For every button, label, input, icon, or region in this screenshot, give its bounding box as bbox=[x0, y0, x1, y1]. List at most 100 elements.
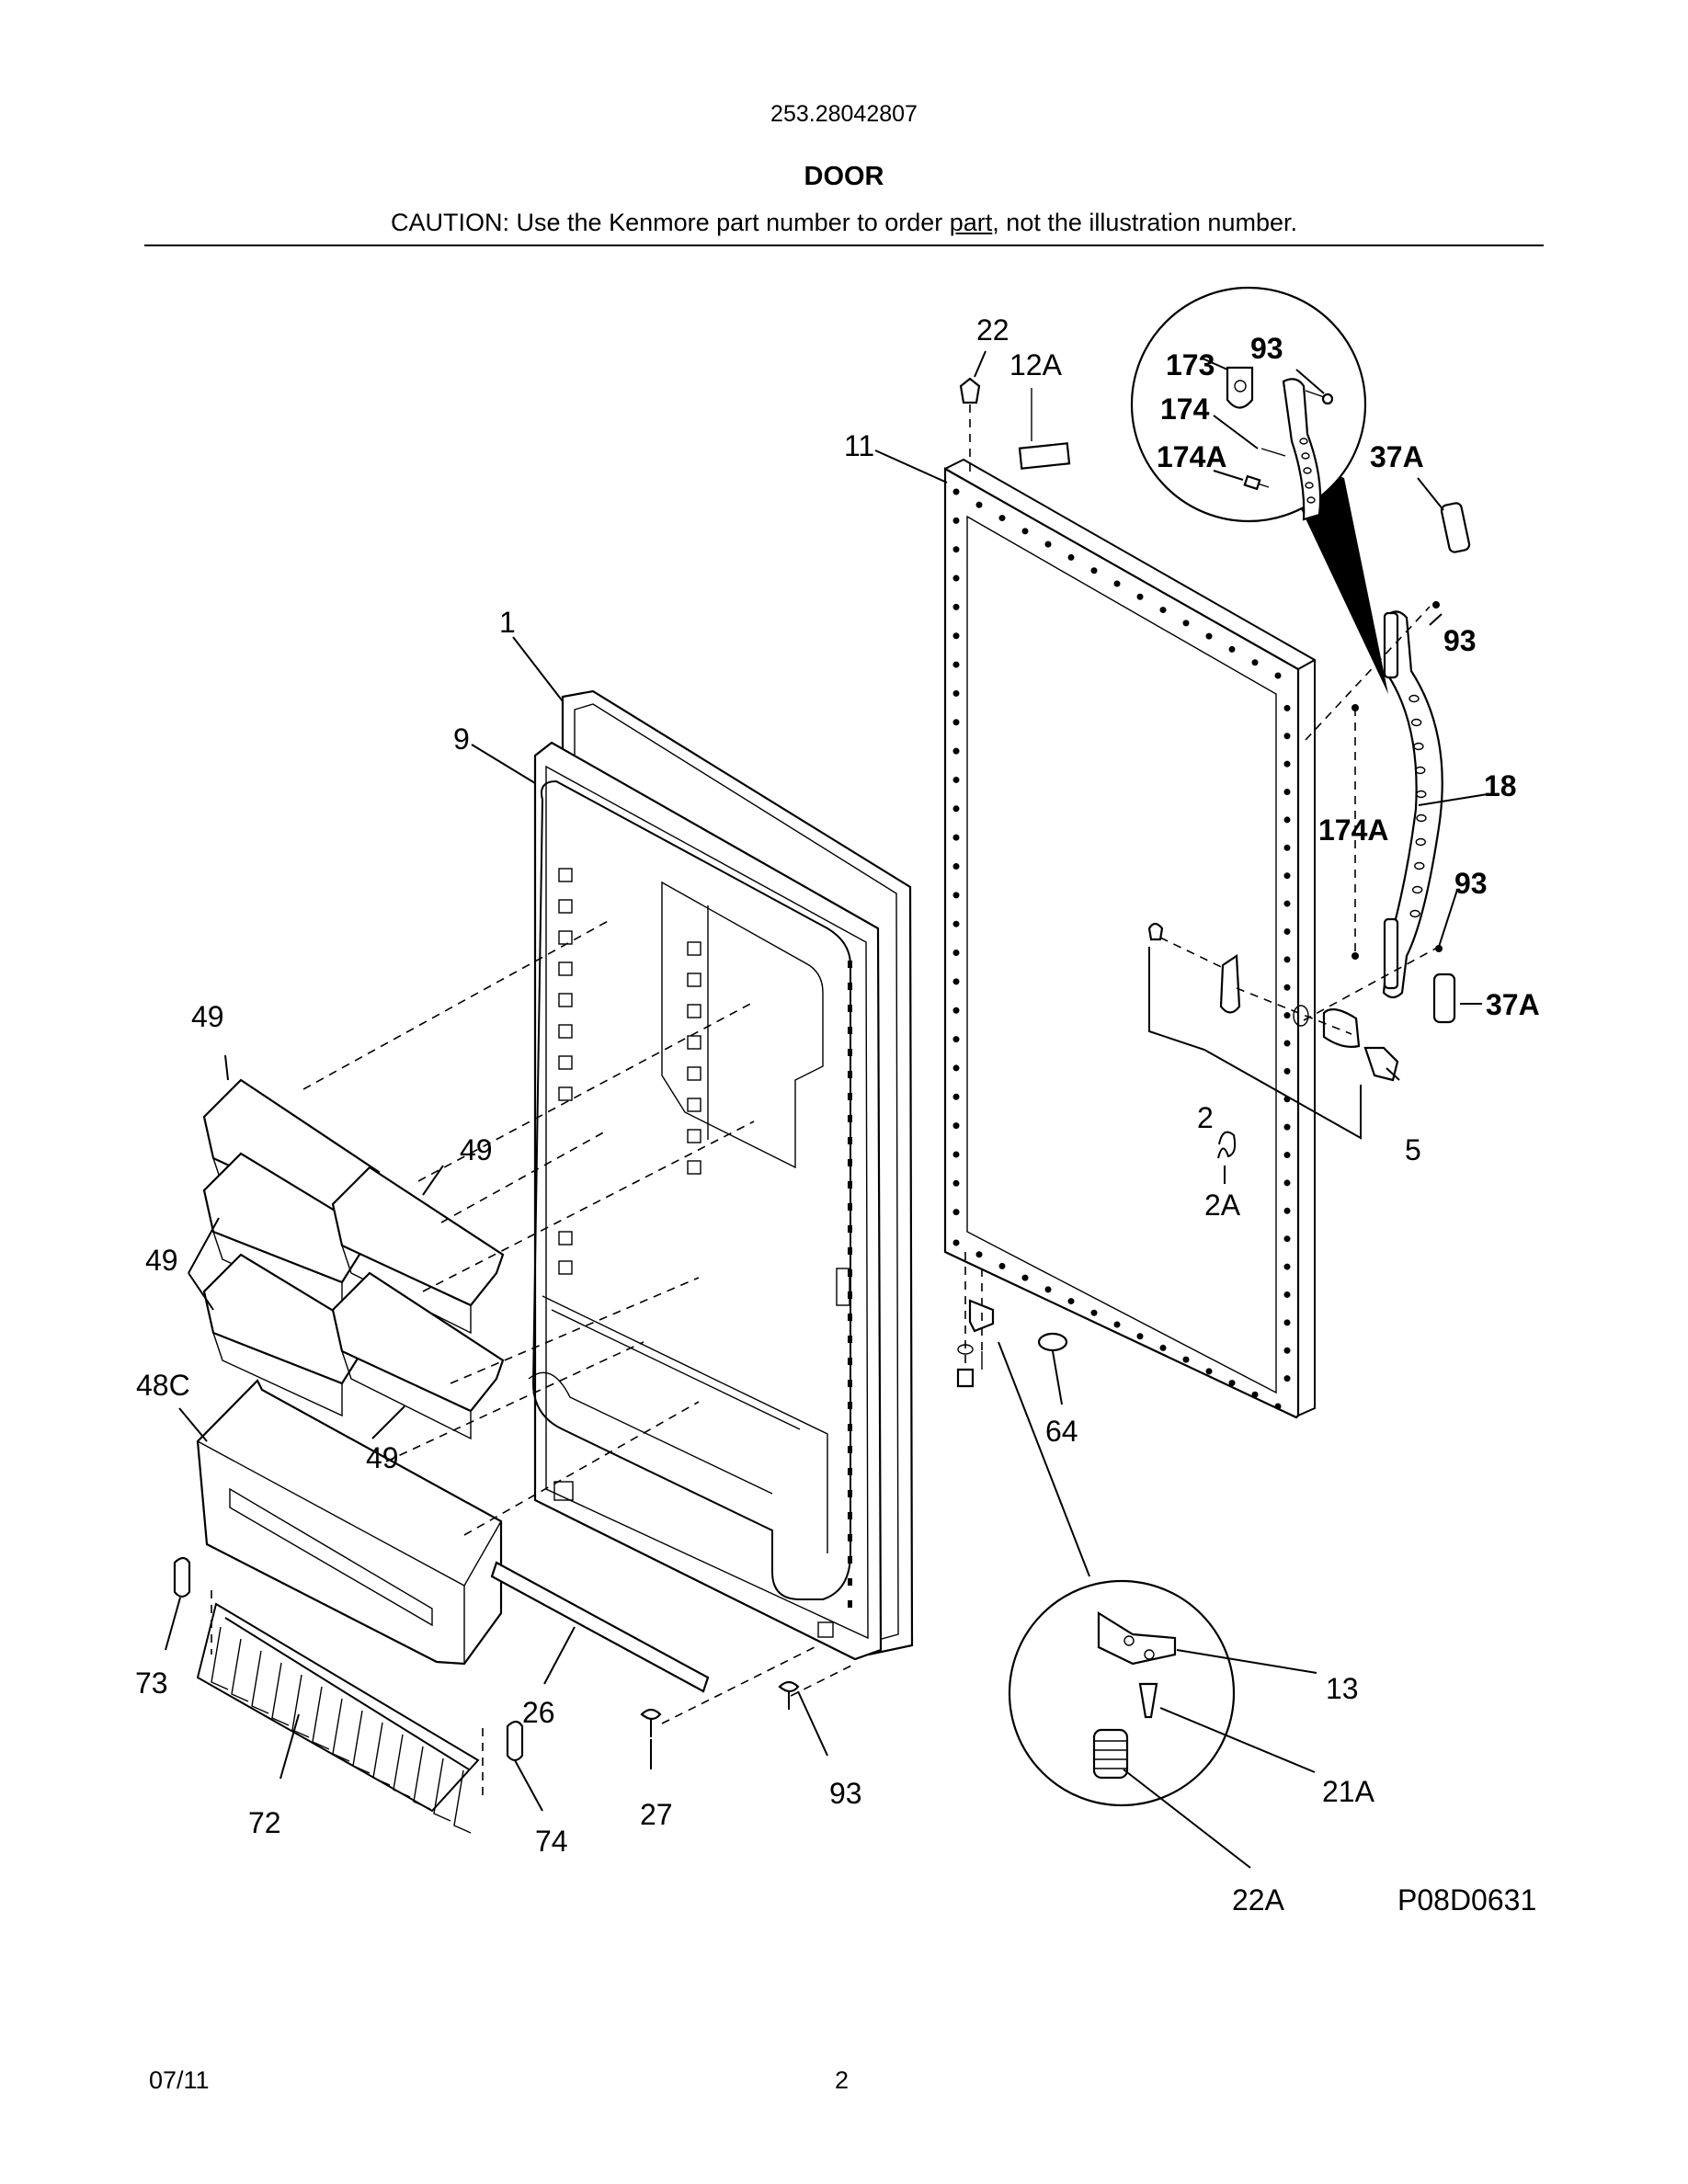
handle-grip-hole bbox=[1414, 861, 1425, 870]
gasket-hole bbox=[952, 488, 960, 495]
shelf-post bbox=[687, 941, 701, 956]
gasket-hole bbox=[975, 501, 983, 508]
gasket-hole bbox=[1283, 927, 1291, 935]
gasket-hole bbox=[975, 1251, 983, 1258]
rack-wire bbox=[352, 1710, 371, 1774]
callout-74: 74 bbox=[535, 1825, 568, 1858]
gasket-tooth bbox=[848, 1402, 852, 1409]
shelf-post bbox=[687, 1004, 701, 1018]
gasket-hole bbox=[1067, 1298, 1075, 1305]
gasket-hole bbox=[1090, 567, 1098, 574]
callout-93-mid: 93 bbox=[1454, 867, 1488, 900]
gasket-hole bbox=[1228, 1380, 1236, 1387]
shelf-post bbox=[558, 1055, 573, 1070]
gasket-hole bbox=[1283, 760, 1291, 768]
gasket-tooth bbox=[848, 1225, 852, 1233]
shelf-post bbox=[558, 1231, 573, 1246]
handle-grip-hole bbox=[1409, 909, 1420, 918]
gasket-tooth bbox=[848, 1181, 852, 1189]
gasket-tooth bbox=[848, 1071, 852, 1078]
gasket-tooth bbox=[848, 961, 852, 968]
gasket-tooth bbox=[848, 1446, 852, 1453]
gasket-hole bbox=[952, 1093, 960, 1100]
gasket-tooth bbox=[848, 1600, 852, 1608]
diagram-id: P08D0631 bbox=[1397, 1883, 1536, 1917]
gasket-hole bbox=[1283, 733, 1291, 740]
shelf-post bbox=[558, 1086, 573, 1101]
gasket-tooth bbox=[848, 1137, 852, 1144]
gasket-hole bbox=[952, 920, 960, 927]
gasket-tooth bbox=[848, 1115, 852, 1122]
handle-grip-hole bbox=[1416, 790, 1427, 799]
gasket-tooth bbox=[848, 1556, 852, 1564]
outer-door-panel bbox=[943, 458, 1316, 1419]
shelf-post bbox=[558, 868, 573, 882]
gasket-tooth bbox=[848, 1336, 852, 1343]
gasket-hole bbox=[952, 805, 960, 813]
gasket-hole bbox=[1283, 1012, 1291, 1019]
gasket-hole bbox=[1283, 1235, 1291, 1243]
callout-12a: 12A bbox=[1009, 348, 1063, 381]
callout-49-top: 49 bbox=[191, 1000, 224, 1033]
gasket-hole bbox=[952, 1122, 960, 1130]
gasket-hole bbox=[1283, 704, 1291, 711]
gasket-hole bbox=[1136, 593, 1144, 600]
gasket-hole bbox=[1021, 528, 1029, 535]
gasket-hole bbox=[952, 719, 960, 726]
gasket-hole bbox=[952, 632, 960, 640]
rack-wire bbox=[332, 1698, 350, 1762]
gasket-hole bbox=[1228, 645, 1236, 653]
handle-grip-hole bbox=[1415, 766, 1426, 775]
caution-note: CAUTION: Use the Kenmore part number to … bbox=[0, 209, 1688, 237]
callout-37a-top: 37A bbox=[1370, 440, 1424, 473]
gasket-tooth bbox=[848, 1534, 852, 1541]
gasket-tooth bbox=[848, 1578, 852, 1586]
callout-174a: 174A bbox=[1318, 813, 1389, 847]
gasket-tooth bbox=[848, 1269, 852, 1277]
gasket-hole bbox=[1283, 984, 1291, 991]
gasket-hole bbox=[1205, 632, 1213, 640]
callout-21a: 21A bbox=[1322, 1775, 1375, 1808]
handle-grip-hole bbox=[1306, 496, 1316, 504]
gasket-hole bbox=[952, 546, 960, 553]
gasket-tooth bbox=[848, 1468, 852, 1475]
callout-5: 5 bbox=[1405, 1133, 1421, 1166]
door-liner bbox=[528, 689, 914, 1661]
gasket-hole bbox=[952, 603, 960, 610]
callout-49-bottom: 49 bbox=[366, 1441, 399, 1474]
gasket-tooth bbox=[848, 1291, 852, 1299]
gasket-hole bbox=[1283, 1040, 1291, 1047]
gasket-hole bbox=[1251, 659, 1259, 666]
shelf-post bbox=[558, 993, 573, 1007]
handle-grip-hole bbox=[1409, 694, 1420, 703]
gasket-tooth bbox=[848, 1027, 852, 1034]
gasket-hole bbox=[1274, 1403, 1282, 1410]
gasket-hole bbox=[1283, 844, 1291, 851]
callout-labels: 22 12A 11 173 93 174 174A 37A 93 18 174A… bbox=[135, 313, 1540, 1917]
gasket-hole bbox=[1283, 1207, 1291, 1214]
rack-wire bbox=[312, 1686, 330, 1750]
gasket-tooth bbox=[848, 1380, 852, 1387]
leader-lines bbox=[165, 350, 1488, 1869]
rack-wire bbox=[413, 1746, 431, 1810]
callout-13: 13 bbox=[1326, 1672, 1359, 1705]
trim-strip-and-screws bbox=[490, 377, 1071, 1737]
gasket-hole bbox=[952, 747, 960, 755]
callout-2: 2 bbox=[1197, 1101, 1214, 1134]
gasket-tooth bbox=[848, 1490, 852, 1497]
handle-grip-hole bbox=[1415, 837, 1426, 847]
gasket-hole bbox=[952, 689, 960, 697]
section-title: DOOR bbox=[804, 162, 884, 191]
gasket-tooth bbox=[848, 1314, 852, 1321]
rack-wire bbox=[251, 1650, 269, 1714]
gasket-hole bbox=[1283, 900, 1291, 907]
gasket-hole bbox=[952, 574, 960, 582]
gasket-hole bbox=[952, 776, 960, 783]
handle-grip-hole bbox=[1411, 885, 1423, 894]
door-bins bbox=[202, 918, 755, 1440]
gasket-tooth bbox=[848, 1203, 852, 1211]
gasket-hole bbox=[1090, 1309, 1098, 1316]
rack-wire bbox=[393, 1734, 411, 1798]
gasket-hole bbox=[1274, 672, 1282, 679]
